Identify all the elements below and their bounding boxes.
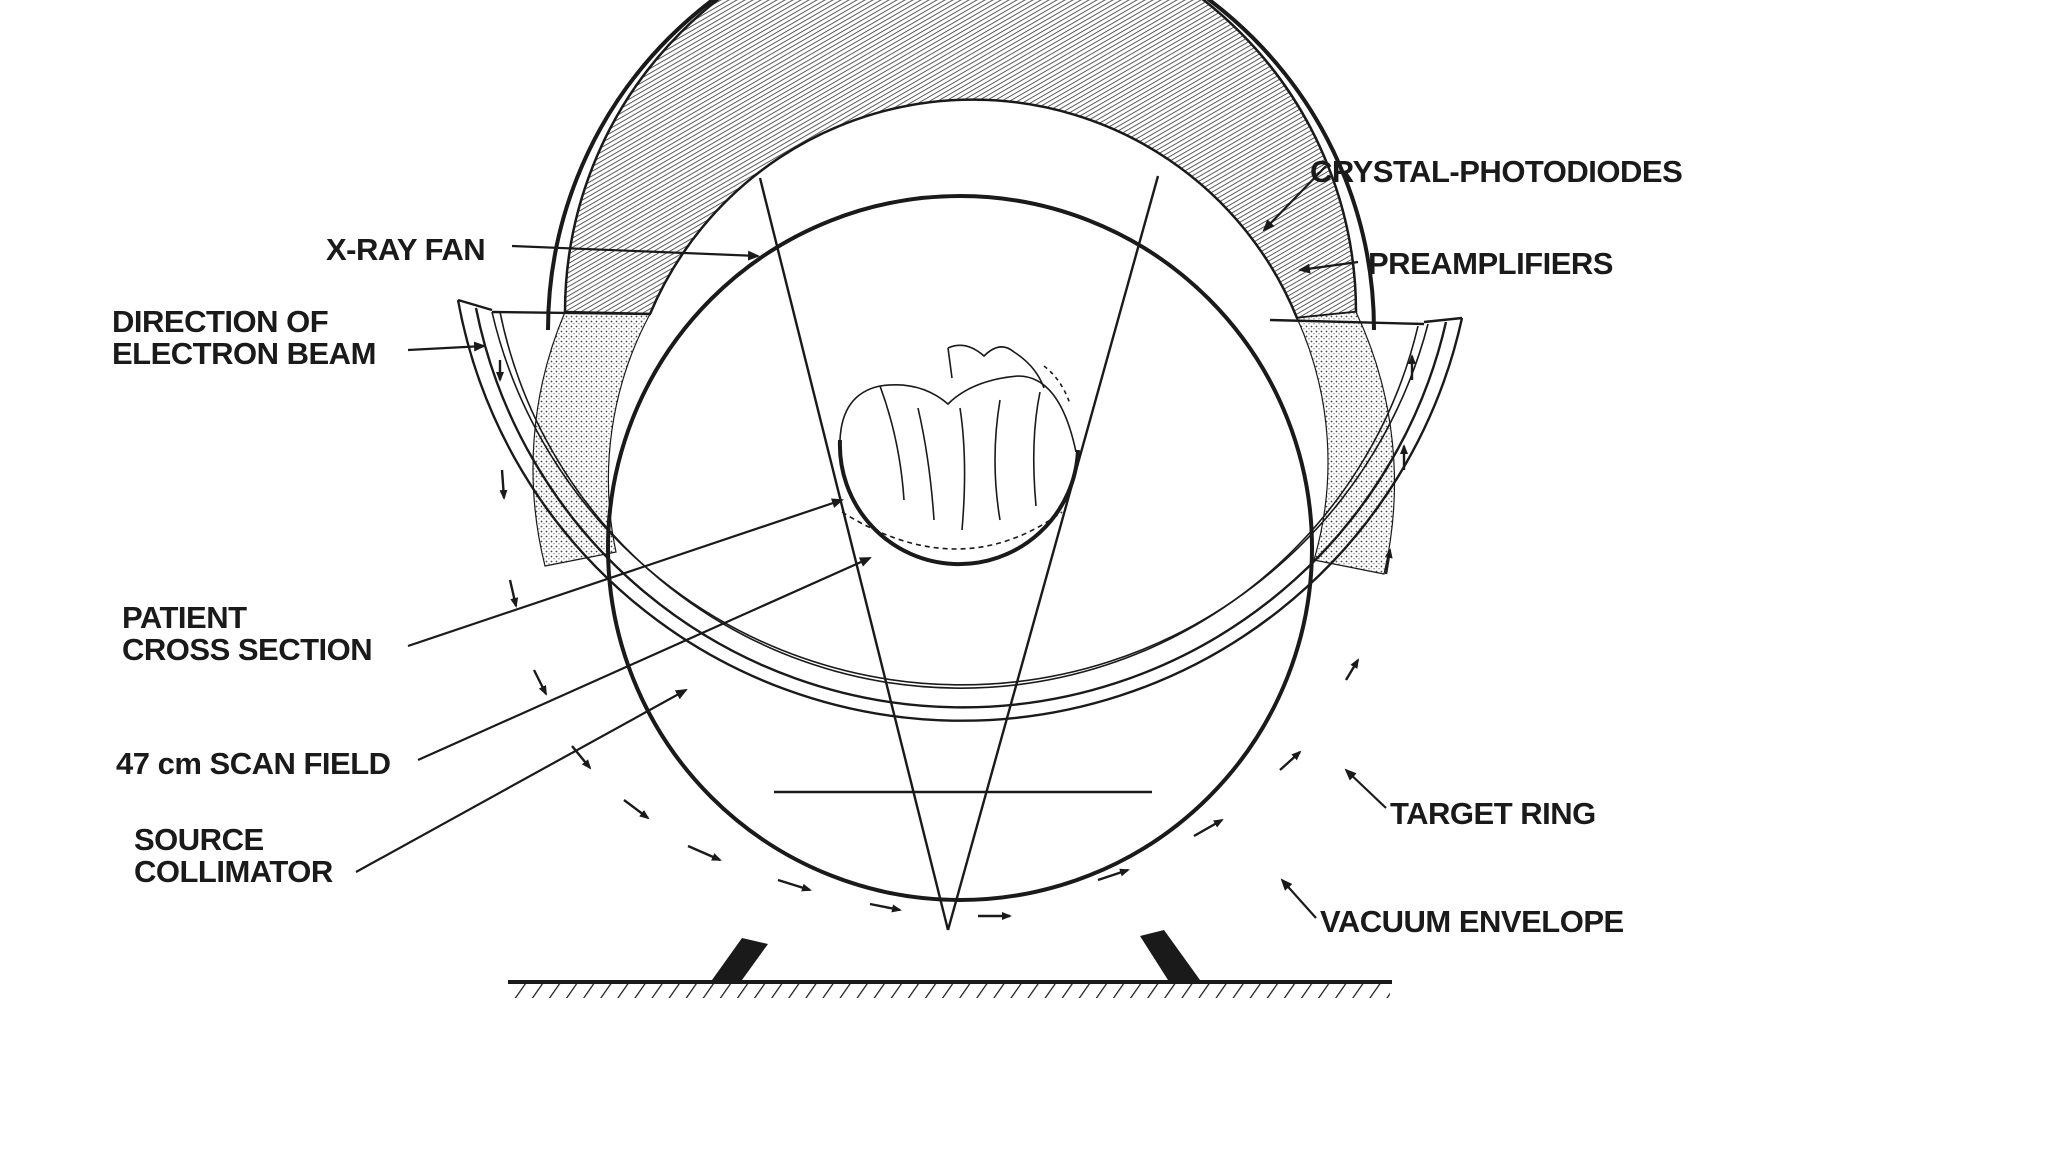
ground-base <box>508 980 1392 998</box>
label-direction-of: DIRECTION OF <box>112 304 328 339</box>
label-xray-fan: X-RAY FAN <box>326 232 485 267</box>
diagram-labels: CRYSTAL-PHOTODIODES PREAMPLIFIERS X-RAY … <box>112 154 1683 939</box>
patient-cross-section <box>837 344 1080 567</box>
electron-beam-leader <box>407 341 486 352</box>
target-ring-leader <box>1344 768 1387 809</box>
label-vacuum-envelope: VACUUM ENVELOPE <box>1320 904 1624 939</box>
vacuum-envelope <box>456 298 1464 722</box>
crystal-photodiodes-leader <box>1262 165 1327 232</box>
label-scan-field: 47 cm SCAN FIELD <box>116 746 391 781</box>
patient-leader <box>407 498 844 648</box>
label-crystal-photodiodes: CRYSTAL-PHOTODIODES <box>1310 154 1682 189</box>
label-source: SOURCE <box>134 822 264 857</box>
label-preamplifiers: PREAMPLIFIERS <box>1368 246 1613 281</box>
label-patient: PATIENT <box>122 600 247 635</box>
scan-field-leader <box>417 556 872 762</box>
label-cross-section: CROSS SECTION <box>122 632 372 667</box>
support-legs <box>712 930 1200 980</box>
source-collimator-leader <box>355 689 688 873</box>
scan-field-circle <box>606 194 1314 902</box>
label-electron-beam: ELECTRON BEAM <box>112 336 376 371</box>
xray-fan <box>758 175 1160 931</box>
electron-beam-path-arrows <box>496 354 1416 920</box>
vacuum-envelope-leader <box>1280 878 1317 919</box>
leader-lines <box>355 165 1387 919</box>
label-target-ring: TARGET RING <box>1390 796 1596 831</box>
label-collimator: COLLIMATOR <box>134 854 333 889</box>
xray-fan-leader <box>511 244 760 261</box>
preamplifiers-leader <box>1298 260 1359 274</box>
